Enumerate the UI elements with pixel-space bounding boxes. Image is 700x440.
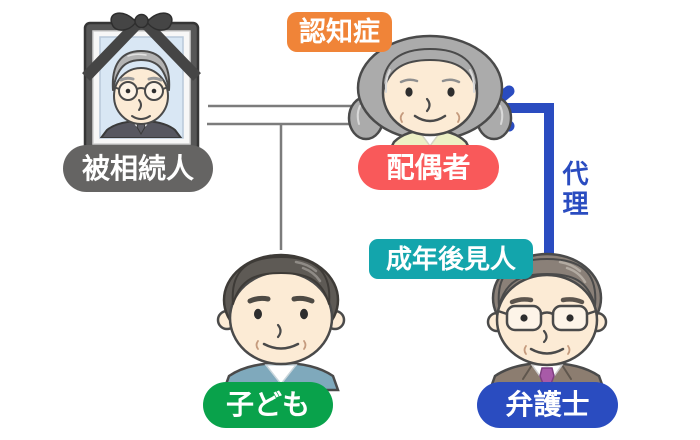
dementia-status-badge: 認知症 xyxy=(287,12,392,52)
family-tree-lines xyxy=(207,104,357,250)
mourning-ribbon-icon xyxy=(82,12,201,81)
child-label: 子ども xyxy=(203,382,333,428)
proxy-arrow-label: 代理 xyxy=(559,160,589,220)
spouse-icon xyxy=(347,34,513,152)
child-icon xyxy=(216,253,346,392)
memorial-photo-icon xyxy=(82,12,201,154)
lawyer-label: 弁護士 xyxy=(477,382,618,428)
decedent-portrait xyxy=(100,50,183,138)
adult-guardian-role-badge: 成年後見人 xyxy=(369,239,533,279)
decedent-label: 被相続人 xyxy=(63,145,213,192)
spouse-label: 配偶者 xyxy=(358,145,499,190)
